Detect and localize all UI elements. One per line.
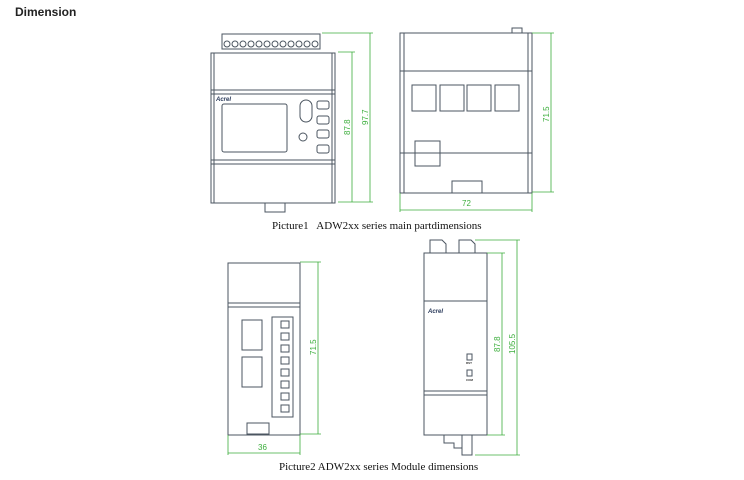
terminal-pin — [280, 368, 290, 377]
terminal-screw — [223, 40, 231, 48]
svg-text:71.5: 71.5 — [542, 106, 551, 122]
terminal-pin — [280, 344, 290, 353]
dimension-width-72: 72 — [399, 193, 533, 212]
terminal-screw — [239, 40, 247, 48]
terminal-screw — [303, 40, 311, 48]
figure2-caption: Picture2 ADW2xx series Module dimensions — [279, 461, 478, 473]
svg-text:87.8: 87.8 — [493, 336, 502, 352]
svg-text:71.5: 71.5 — [309, 339, 318, 355]
dimension-height-97-7: 97.7 — [322, 32, 373, 203]
section-heading: Dimension — [15, 5, 77, 19]
terminal-pin — [280, 332, 290, 341]
terminal-screw — [247, 40, 255, 48]
terminal-screw — [295, 40, 303, 48]
dimension-height-87-8-module: 87.8 — [487, 252, 505, 436]
module-side-view — [227, 262, 301, 436]
terminal-screw — [279, 40, 287, 48]
terminal-screw — [271, 40, 279, 48]
terminal-screw — [263, 40, 271, 48]
terminal-screw — [287, 40, 295, 48]
led-label-rst: RST — [466, 361, 472, 365]
terminal-screw — [255, 40, 263, 48]
svg-text:72: 72 — [462, 199, 471, 208]
dimension-height-71-5: 71.5 — [532, 32, 554, 193]
led-label-com: COM — [466, 378, 474, 382]
dimension-width-36: 36 — [227, 435, 301, 455]
terminal-pin — [280, 356, 290, 365]
main-unit-side-view — [399, 27, 533, 194]
dimension-height-71-5-module: 71.5 — [300, 261, 321, 435]
svg-text:97.7: 97.7 — [361, 109, 370, 125]
terminal-screw — [311, 40, 319, 48]
figure1-caption: Picture1 ADW2xx series main partdimensio… — [272, 220, 482, 232]
module-front-view: Acrel RST COM — [423, 239, 488, 456]
module-logo: Acrel — [427, 309, 443, 315]
svg-text:87.8: 87.8 — [343, 119, 352, 135]
svg-text:105.5: 105.5 — [508, 333, 517, 354]
svg-text:36: 36 — [258, 443, 267, 452]
brand-logo: Acrel — [215, 97, 231, 103]
terminal-pin — [280, 392, 290, 401]
terminal-screw — [231, 40, 239, 48]
dimension-height-105-5: 105.5 — [475, 239, 520, 456]
terminal-pin — [280, 380, 290, 389]
dimension-height-87-8: 87.8 — [338, 51, 355, 203]
main-unit-front-view: Acrel — [210, 33, 336, 213]
terminal-pin — [280, 320, 290, 329]
terminal-pin — [280, 404, 290, 413]
